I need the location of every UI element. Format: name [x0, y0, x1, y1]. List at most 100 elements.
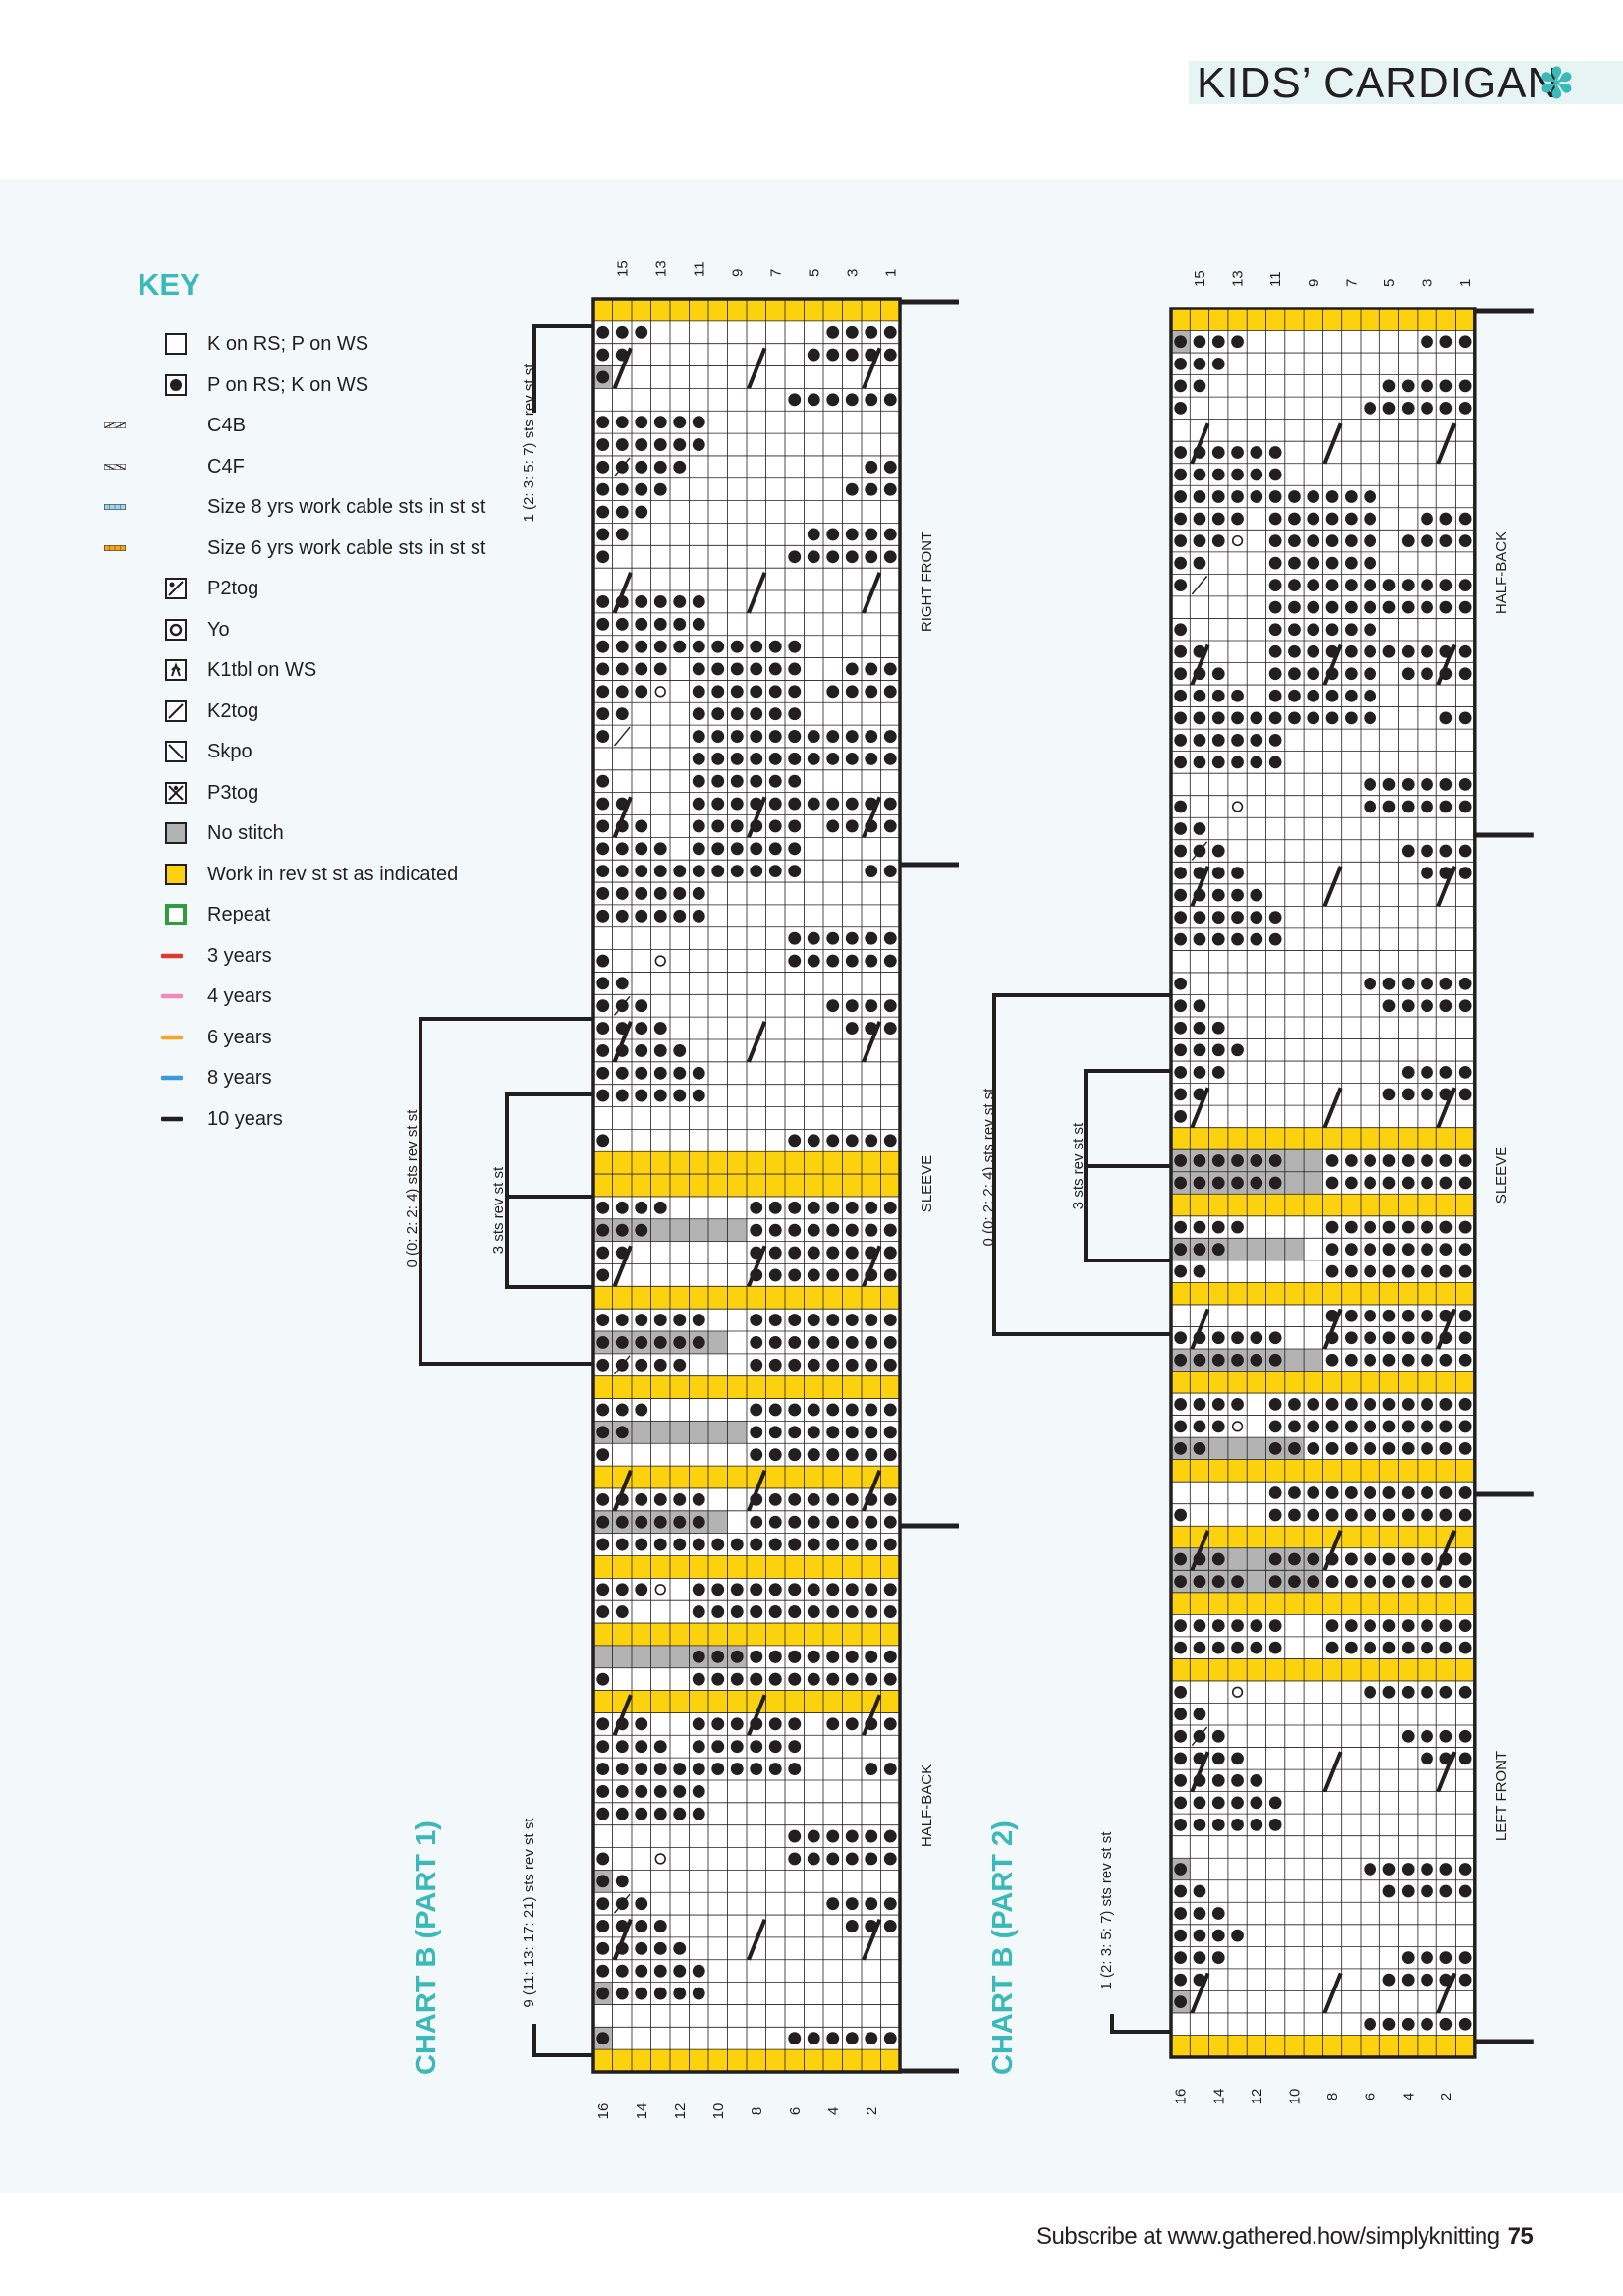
purl-dot: [1174, 335, 1188, 349]
purl-dot: [807, 1583, 820, 1596]
purl-dot: [807, 730, 820, 743]
key-label: Repeat: [207, 904, 271, 925]
purl-dot: [883, 1336, 897, 1349]
purl-dot: [730, 1740, 744, 1754]
key-item: 10 years: [161, 1104, 519, 1134]
decrease-mark: [613, 726, 631, 747]
line-icon: [161, 993, 183, 999]
purl-dot: [1421, 579, 1433, 592]
purl-dot: [1325, 1243, 1339, 1256]
purl-dot: [750, 1426, 763, 1439]
purl-dot: [1458, 1575, 1472, 1588]
purl-dot: [845, 1403, 859, 1417]
purl-dot: [692, 1314, 705, 1327]
purl-dot: [653, 1066, 667, 1080]
key-item: No stitch: [165, 818, 519, 848]
purl-dot: [826, 1358, 840, 1372]
purl-dot: [1364, 1331, 1377, 1345]
yo-mark: [1231, 1421, 1244, 1432]
purl-dot: [1268, 512, 1282, 526]
purl-dot: [1325, 600, 1339, 614]
purl-dot: [596, 1022, 610, 1035]
purl-dot: [653, 1358, 667, 1372]
purl-dot: [1268, 932, 1282, 946]
purl-dot: [1458, 1220, 1472, 1234]
purl-dot: [1421, 1154, 1433, 1167]
purl-dot: [615, 1763, 629, 1775]
purl-dot: [1344, 689, 1358, 702]
purl-dot: [750, 842, 763, 856]
purl-dot: [711, 730, 725, 743]
purl-dot: [1382, 1486, 1396, 1499]
purl-dot: [865, 1448, 878, 1462]
purl-dot: [788, 1246, 802, 1260]
purl-dot: [1211, 1043, 1225, 1057]
purl-dot: [596, 1515, 610, 1529]
purl-dot: [1193, 512, 1206, 526]
purl-dot: [730, 1583, 744, 1596]
purl-dot: [826, 393, 840, 407]
purl-dot: [1231, 335, 1244, 349]
flower-icon: ✽: [1539, 60, 1575, 108]
purl-dot: [826, 797, 840, 811]
purl-dot: [865, 1672, 878, 1686]
purl-dot: [883, 348, 897, 362]
purl-dot: [1401, 999, 1415, 1013]
purl-dot: [845, 393, 859, 407]
purl-dot: [865, 1336, 878, 1349]
purl-dot: [1439, 1619, 1453, 1633]
purl-dot: [1382, 778, 1396, 791]
purl-dot: [596, 1201, 610, 1214]
purl-dot: [1458, 1884, 1472, 1898]
purl-dot: [711, 1650, 725, 1663]
purl-dot: [1325, 1220, 1339, 1234]
purl-dot: [1211, 1796, 1225, 1810]
purl-dot: [1325, 579, 1339, 592]
purl-dot: [1439, 1397, 1453, 1411]
cable-stroke: [1322, 644, 1343, 686]
purl-dot: [1193, 1641, 1206, 1654]
purl-dot: [845, 1717, 859, 1731]
purl-dot: [1439, 1442, 1453, 1455]
purl-dot: [1401, 1552, 1415, 1566]
purl-dot: [883, 1403, 897, 1417]
purl-dot: [692, 595, 705, 608]
purl-dot: [788, 1448, 802, 1462]
cable-stroke: [1190, 1087, 1210, 1129]
purl-dot: [1458, 512, 1472, 526]
purl-dot: [1174, 1065, 1188, 1079]
purl-dot: [1458, 1331, 1472, 1345]
purl-dot: [883, 1022, 897, 1035]
purl-dot: [711, 1740, 725, 1754]
purl-dot: [1401, 1729, 1415, 1743]
purl-dot: [1268, 1442, 1282, 1455]
purl-dot: [653, 617, 667, 631]
purl-dot: [692, 1740, 705, 1754]
purl-dot: [883, 1358, 897, 1372]
purl-dot: [750, 1448, 763, 1462]
purl-dot: [1458, 600, 1472, 614]
column-number: 3: [1420, 279, 1436, 287]
purl-dot: [1211, 1420, 1225, 1433]
purl-dot: [1401, 1309, 1415, 1322]
purl-dot: [865, 1426, 878, 1439]
key-item: K on RS; P on WS: [165, 329, 519, 359]
purl-dot: [1211, 1331, 1225, 1345]
column-number: 1: [1457, 279, 1474, 287]
purl-dot: [1364, 1353, 1377, 1367]
purl-dot: [1401, 1685, 1415, 1699]
purl-dot: [1458, 1065, 1472, 1079]
purl-dot: [865, 1763, 878, 1775]
purl-dot: [1250, 1176, 1263, 1190]
purl-dot: [1364, 689, 1377, 702]
decrease-mark: [613, 1355, 631, 1375]
cable-stroke: [1322, 1751, 1343, 1793]
purl-dot: [1211, 1819, 1225, 1831]
purl-dot: [1458, 1353, 1472, 1367]
purl-dot: [1421, 1508, 1433, 1522]
purl-dot: [635, 1492, 648, 1506]
purl-dot: [653, 865, 667, 878]
purl-dot: [807, 1314, 820, 1327]
